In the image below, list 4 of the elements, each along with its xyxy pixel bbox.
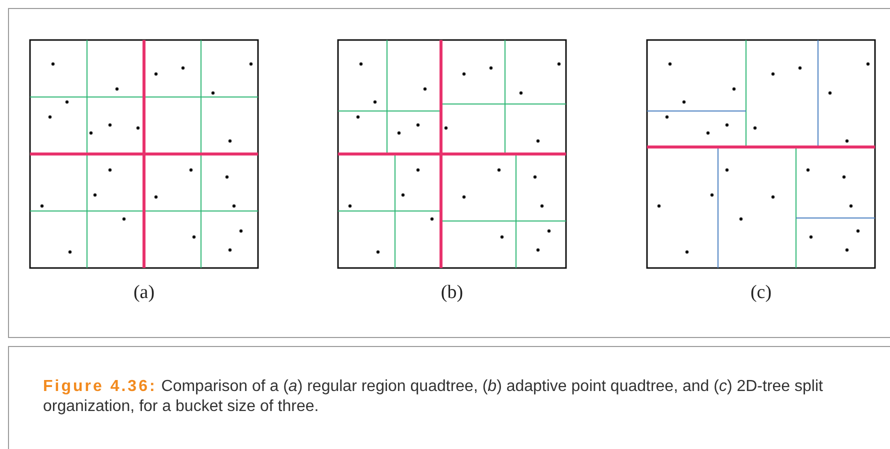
panel-label: (c) [750,282,772,304]
panel-label: (b) [440,282,464,304]
figure-caption: Figure 4.36: Comparison of a (a) regular region quadtree, (b) adaptive point quadtree, and (c) 2D-tree split organization, for a bucket size of three. [43,377,824,417]
panel-label: (a) [133,282,155,304]
